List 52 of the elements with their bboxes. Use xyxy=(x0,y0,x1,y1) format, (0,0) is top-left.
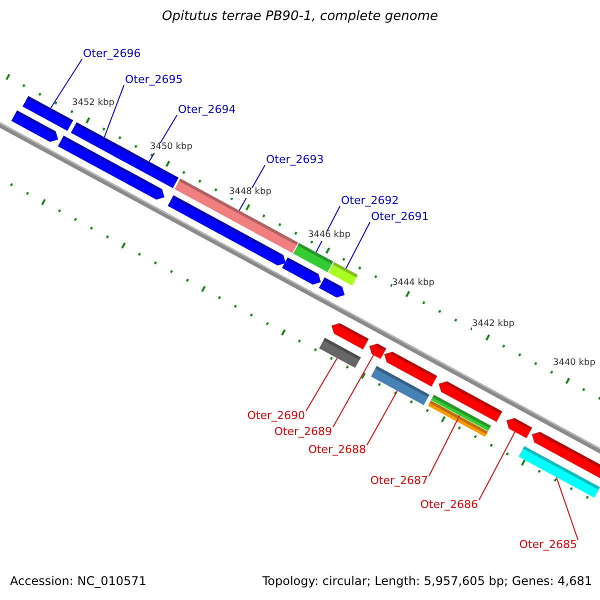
leader-line xyxy=(556,476,578,540)
scale-label: 3440 kbp xyxy=(553,359,596,369)
title: Opitutus terrae PB90-1, complete genome xyxy=(160,10,440,24)
genome-info-text: Topology: circular; Length: 5,957,605 bp; Genes: 4,681 xyxy=(262,575,592,588)
gene-label: Oter_2687 xyxy=(370,475,428,488)
gene-feature xyxy=(384,352,438,387)
scale-label: 3444 kbp xyxy=(392,279,434,289)
leader-line xyxy=(478,431,516,500)
gene-label: Oter_2688 xyxy=(308,444,366,456)
gene-label: Oter_2691 xyxy=(371,211,429,224)
gene-feature xyxy=(428,400,488,437)
gene-feature xyxy=(319,338,361,368)
gene-feature xyxy=(58,136,113,172)
gene-feature xyxy=(332,323,369,350)
gene-feature xyxy=(431,394,491,431)
gene-label: Oter_2692 xyxy=(341,195,399,208)
gene-feature xyxy=(438,381,502,422)
scale-label: 3452 kbp xyxy=(72,99,114,109)
gene-feature xyxy=(506,418,532,438)
gene-feature xyxy=(104,160,164,200)
gene-label: Oter_2685 xyxy=(519,539,577,552)
leader-line xyxy=(345,222,370,269)
leader-line xyxy=(306,358,338,412)
gene-label: Oter_2694 xyxy=(178,104,236,116)
leader-line xyxy=(104,84,124,138)
gene-label: Oter_2696 xyxy=(83,48,141,60)
leader-line xyxy=(428,415,460,476)
scale-label: 3448 kbp xyxy=(229,188,272,198)
accession-text: Accession: NC_010571 xyxy=(10,575,146,588)
leader-line xyxy=(366,390,398,446)
gene-feature xyxy=(370,366,430,406)
gene-feature xyxy=(11,110,58,142)
gene-label: Oter_2689 xyxy=(274,426,332,438)
gene-feature xyxy=(293,242,334,272)
leader-line xyxy=(332,354,374,428)
gene-label: Oter_2695 xyxy=(125,74,183,86)
gene-label: Oter_2693 xyxy=(266,154,324,166)
gene-feature xyxy=(282,257,321,285)
gene-feature xyxy=(532,432,600,480)
leader-line xyxy=(50,58,82,109)
scale-label: 3442 kbp xyxy=(472,320,514,330)
gene-label: Oter_2690 xyxy=(247,410,305,422)
scale-label: 3450 kbp xyxy=(150,143,192,153)
gene-label: Oter_2686 xyxy=(420,499,478,512)
gene-feature xyxy=(318,277,345,298)
scale-label: 3446 kbp xyxy=(308,231,350,241)
gene-feature xyxy=(174,178,298,253)
gene-feature xyxy=(328,262,358,286)
gene-feature xyxy=(369,344,386,359)
gene-feature xyxy=(518,446,600,498)
gene-feature xyxy=(168,195,286,266)
gene-feature xyxy=(22,96,74,131)
